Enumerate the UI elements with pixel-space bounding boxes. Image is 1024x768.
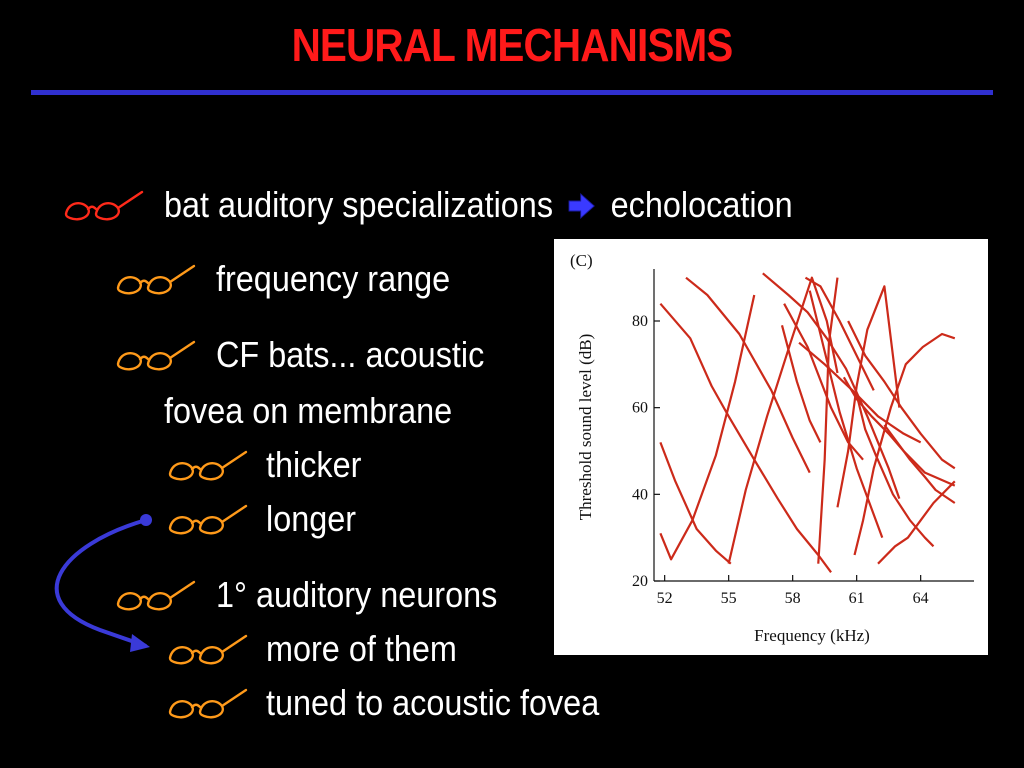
tuning-curve-chart: (C) Threshold sound level (dB) Frequency… [570, 251, 974, 645]
bullet-cf-bats-line2: fovea on membrane [164, 390, 453, 431]
eyeglasses-icon [166, 684, 250, 724]
panel-label: (C) [570, 251, 593, 270]
x-tick-label: 58 [785, 590, 801, 607]
tuning-curve-line-16 [877, 480, 956, 565]
x-tick-label: 61 [849, 590, 865, 607]
tuning-curve-line-8 [808, 290, 884, 539]
bullet-auditory-neurons: 1° auditory neurons [216, 574, 498, 615]
slide-title: NEURAL MECHANISMS [291, 19, 734, 71]
tuning-curve-line-15 [883, 424, 956, 504]
bullet-frequency-range: frequency range [216, 258, 451, 299]
eyeglasses-icon [114, 336, 198, 376]
tuning-curve-line-18 [817, 277, 839, 564]
tuning-curve-line-14 [855, 394, 935, 548]
eyeglasses-icon [166, 446, 250, 486]
bullet-bat-auditory-text: bat auditory specializations [164, 184, 554, 225]
tuning-curve-line-3 [659, 294, 756, 561]
tuning-curve-line-11 [836, 285, 901, 508]
tuning-curve-figure: (C) Threshold sound level (dB) Frequency… [554, 239, 988, 655]
bullet-tuned-to-fovea: tuned to acoustic fovea [266, 682, 600, 723]
bullet-more-of-them: more of them [266, 628, 457, 669]
y-tick-label: 60 [632, 400, 648, 417]
tuning-curve-line-13 [853, 332, 956, 556]
eyeglasses-icon [166, 500, 250, 540]
y-axis-label: Threshold sound level (dB) [576, 334, 595, 521]
tuning-curve-line-7 [762, 272, 901, 500]
tuning-curve-line-2 [685, 276, 811, 474]
tuning-curve-line-17 [847, 320, 956, 470]
y-tick-label: 80 [632, 313, 648, 330]
y-tick-label: 20 [632, 573, 648, 590]
bullet-cf-bats-line1: CF bats... acoustic [216, 334, 485, 375]
y-tick-label: 40 [632, 486, 648, 503]
bullet-thicker: thicker [266, 444, 362, 485]
bullet-longer: longer [266, 498, 357, 539]
echolocation-text: echolocation [610, 184, 793, 225]
tuning-curve-line-5 [727, 276, 839, 564]
eyeglasses-icon [166, 630, 250, 670]
bullet-bat-auditory: bat auditory specializations echolocatio… [164, 184, 793, 226]
tuning-curve-line-6 [780, 325, 822, 443]
tuning-curve-line-10 [798, 341, 922, 444]
right-arrow-icon [567, 187, 596, 220]
x-axis-label: Frequency (kHz) [754, 626, 870, 645]
title-divider [31, 90, 993, 95]
tuning-curve-line-9 [783, 303, 864, 461]
x-tick-label: 55 [721, 590, 737, 607]
x-tick-label: 52 [657, 590, 673, 607]
x-tick-label: 64 [913, 590, 929, 607]
eyeglasses-icon [62, 186, 146, 226]
eyeglasses-icon [114, 260, 198, 300]
tuning-curve-line-19 [804, 276, 875, 391]
eyeglasses-icon [114, 576, 198, 616]
tuning-curve-line-4 [659, 441, 732, 565]
